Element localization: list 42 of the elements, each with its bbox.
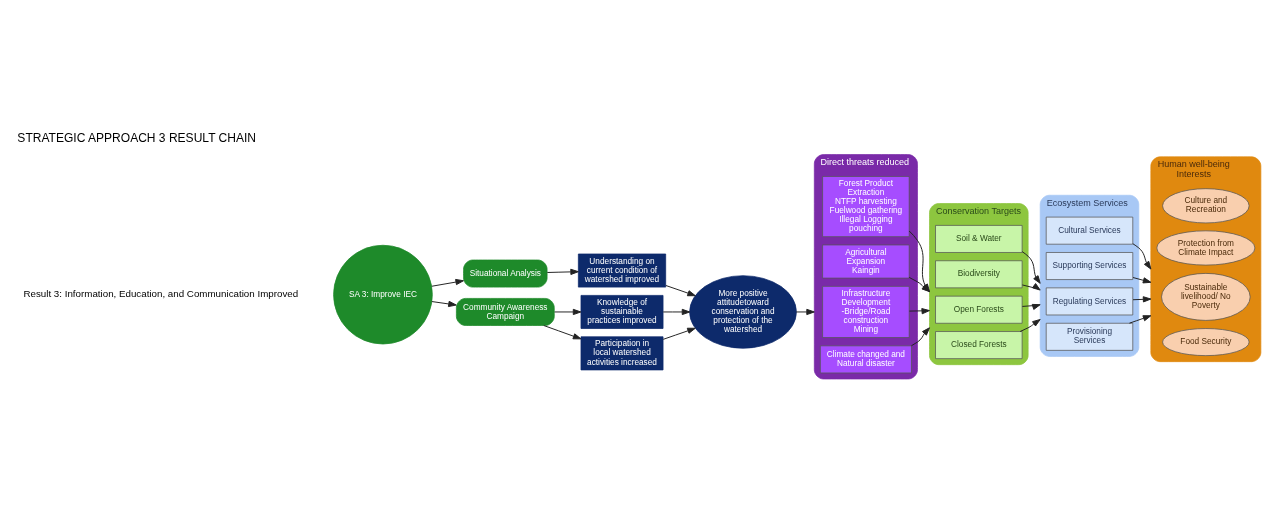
arrow [662,308,691,316]
node-box: Understanding on current condition of watershed improved [577,253,667,288]
arrow [665,285,696,297]
node-box: Infrastructure Development -Bridge/Road construction Mining [822,286,910,338]
arrow [1132,243,1152,270]
node-ellipse: Culture and Recreation [1162,188,1250,224]
node-circle: SA 3: Improve IEC [333,244,433,345]
node-ellipse: Protection from Climate Impact [1156,230,1256,266]
arrow [1019,319,1041,332]
node-box: Regulating Services [1045,287,1134,316]
arrow [910,327,930,347]
node-box: Open Forests [935,295,1023,324]
node-box: Knowledge of sustainable practices improved [580,295,664,329]
node-box: Supporting Services [1045,252,1134,280]
arrow [554,308,582,316]
arrow [546,268,579,275]
node-ellipse: More positive attitudetoward conservation and protection of the watershed [689,275,797,349]
label: Result 3: Information, Education, and Communication Improved [23,288,299,300]
arrow [1128,315,1152,324]
arrow [1132,296,1152,303]
node-box: Community Awareness Campaign [456,298,555,326]
node-ellipse: Sustainable livelihood/ No Poverty [1161,273,1251,321]
arrow [1021,251,1041,284]
arrow [908,308,930,315]
arrow [662,327,696,340]
arrow [431,300,457,308]
node-box: Cultural Services [1045,216,1134,245]
node-box: Soil & Water [935,225,1023,253]
arrow [1132,277,1152,284]
node-box: Participation in local watershed activities increased [580,336,664,371]
node-box: Biodiversity [935,260,1023,289]
diagram-title: STRATEGIC APPROACH 3 RESULT CHAIN [17,130,257,145]
node-box: Forest Product Extraction NTFP harvesting Fuelwood gathering Illegal Logging pouching [822,176,910,238]
arrow [543,325,582,340]
arrow [431,278,464,287]
node-box: Provisioning Services [1045,322,1134,351]
arrow [795,308,815,316]
node-box: Agricultural Expansion Kaingin [822,244,910,279]
node-box: Situational Analysis [463,259,548,288]
node-box: Closed Forests [935,331,1023,359]
node-box: Climate changed and Natural disaster [819,345,912,374]
node-ellipse: Food Security [1162,328,1250,356]
